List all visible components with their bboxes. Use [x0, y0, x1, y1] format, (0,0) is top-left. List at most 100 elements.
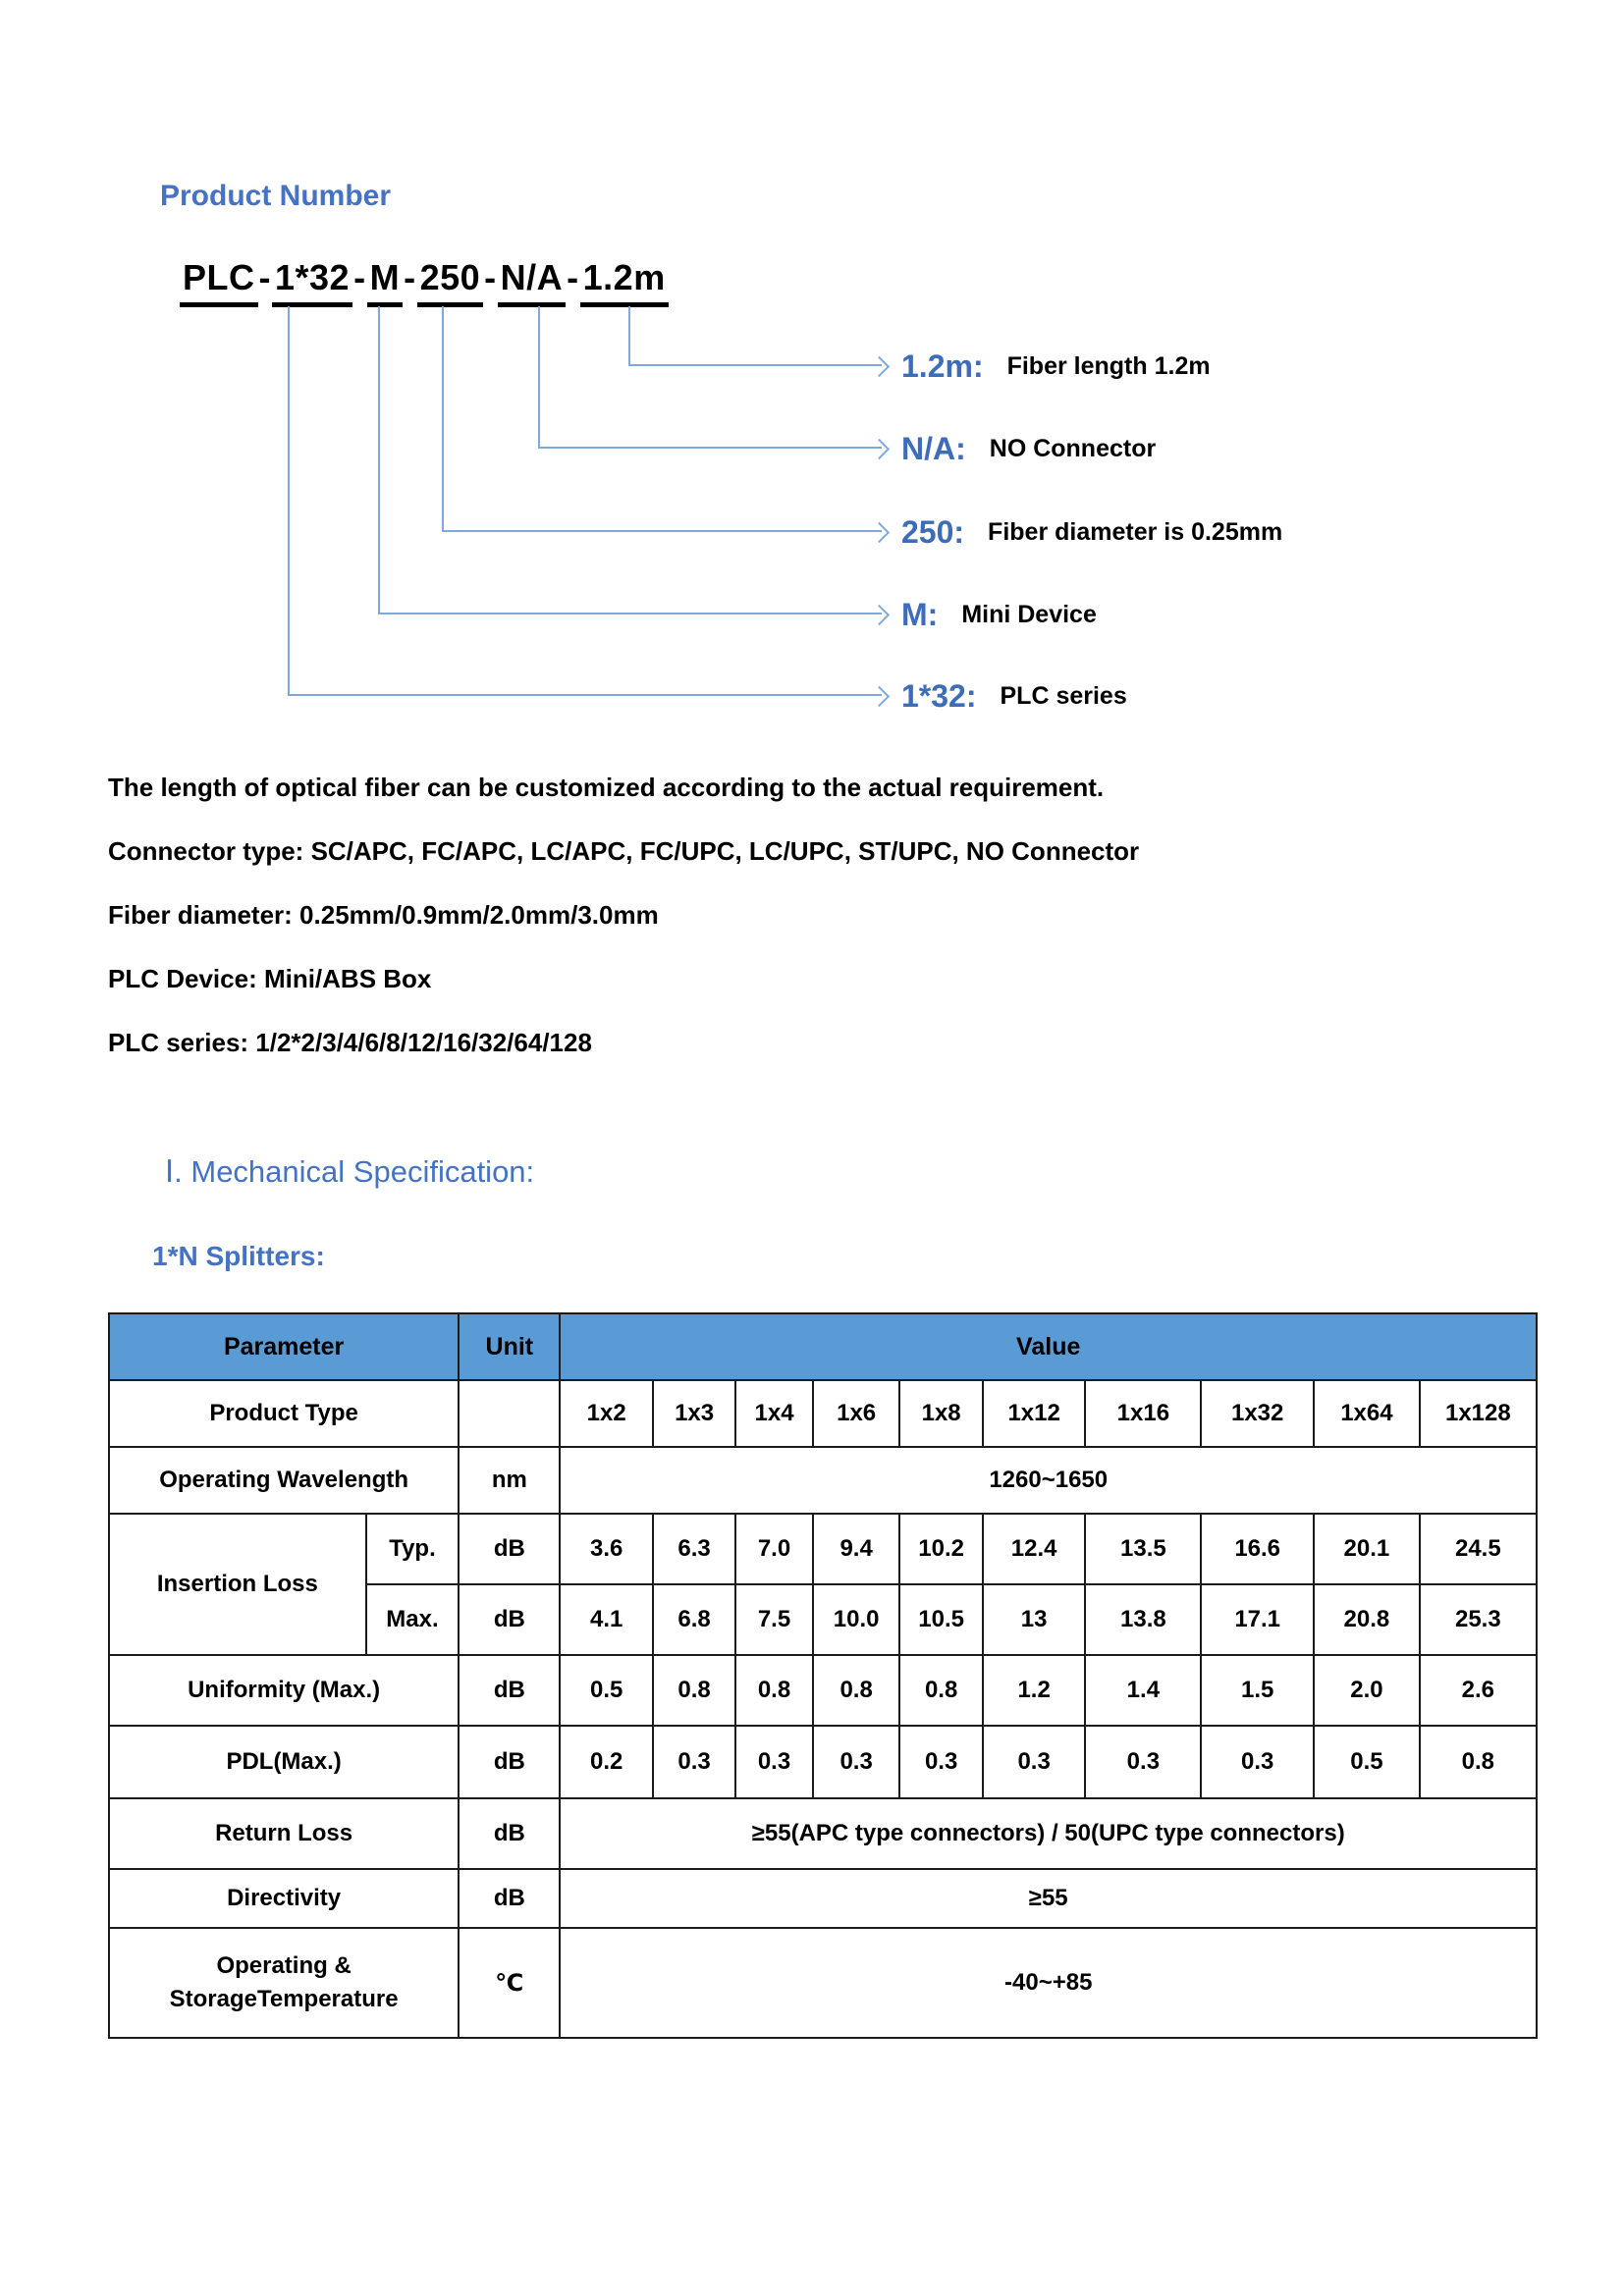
connector-line-length — [628, 306, 630, 366]
diagram-description: Fiber diameter is 0.25mm — [988, 517, 1283, 546]
note-connector-type: Connector type: SC/APC, FC/APC, LC/APC, … — [108, 836, 1140, 866]
connector-line-connector — [538, 447, 882, 449]
table-cell: 0.8 — [811, 1654, 901, 1727]
row-label: Operating Wavelength — [107, 1446, 460, 1515]
connector-line-diameter — [442, 306, 444, 532]
table-cell: 25.3 — [1418, 1583, 1539, 1656]
diagram-description: PLC series — [1000, 681, 1127, 710]
diagram-code-label: 1*32: — [901, 677, 977, 714]
code-separator: - — [567, 257, 579, 297]
row-unit: nm — [458, 1446, 562, 1515]
table-row-temperature: Operating & StorageTemperature ℃ -40~+85 — [107, 1927, 1538, 2039]
row-unit: dB — [458, 1725, 562, 1799]
table-row-directivity: Directivity dB ≥55 — [107, 1868, 1538, 1929]
arrow-right-icon — [868, 604, 891, 626]
table-cell: 7.0 — [734, 1513, 814, 1585]
table-cell: 6.8 — [651, 1583, 737, 1656]
header-value: Value — [559, 1312, 1538, 1381]
connector-line-connector — [538, 306, 540, 449]
table-cell: 13.5 — [1084, 1513, 1203, 1585]
code-separator: - — [353, 257, 366, 297]
table-cell: 0.8 — [734, 1654, 814, 1727]
table-row-insertion-loss-max: Max. dB 4.1 6.8 7.5 10.0 10.5 13 13.8 17… — [109, 1583, 1539, 1656]
table-cell: 0.3 — [981, 1725, 1087, 1799]
table-cell: 13 — [981, 1583, 1087, 1656]
table-cell: 7.5 — [734, 1583, 814, 1656]
diagram-description: NO Connector — [989, 434, 1157, 462]
code-separator: - — [404, 257, 416, 297]
row-label: Operating & StorageTemperature — [107, 1927, 460, 2039]
product-code: PLC-1*32-M-250-N/A-1.2m — [180, 257, 669, 307]
table-row-operating-wavelength: Operating Wavelength nm 1260~1650 — [107, 1446, 1538, 1515]
diagram-entry-diameter: 250: Fiber diameter is 0.25mm — [901, 509, 1282, 555]
table-cell: 6.3 — [651, 1513, 737, 1585]
table-cell: 20.1 — [1313, 1513, 1421, 1585]
table-cell: 13.8 — [1084, 1583, 1203, 1656]
arrow-right-icon — [868, 438, 891, 460]
subsection-heading-1n-splitters: 1*N Splitters: — [152, 1241, 325, 1271]
table-cell: 1.5 — [1200, 1654, 1316, 1727]
temperature-label-line1: Operating & — [216, 1952, 352, 1979]
arrow-right-icon — [868, 685, 891, 708]
table-cell: 16.6 — [1200, 1513, 1316, 1585]
row-label: Directivity — [107, 1868, 460, 1929]
connector-line-device — [378, 306, 380, 614]
notes-block: The length of optical fiber can be custo… — [108, 756, 1139, 1075]
table-cell: 1260~1650 — [559, 1446, 1538, 1515]
code-segment-plc: PLC — [180, 257, 258, 307]
table-cell: 3.6 — [559, 1513, 654, 1585]
code-segment-length: 1.2m — [579, 257, 669, 307]
code-segment-device: M — [366, 257, 404, 307]
code-segment-connector: N/A — [497, 257, 567, 307]
table-cell: -40~+85 — [559, 1927, 1538, 2039]
note-customization: The length of optical fiber can be custo… — [108, 773, 1105, 802]
table-cell: 1x128 — [1418, 1379, 1539, 1448]
table-cell: 0.3 — [651, 1725, 737, 1799]
table-cell: 1x64 — [1313, 1379, 1421, 1448]
code-segment-diameter: 250 — [416, 257, 484, 307]
row-sublabel: Typ. — [364, 1513, 460, 1585]
table-cell: 1.4 — [1084, 1654, 1203, 1727]
table-cell: 0.5 — [1313, 1725, 1421, 1799]
diagram-code-label: M: — [901, 596, 939, 632]
table-cell: 20.8 — [1313, 1583, 1421, 1656]
mechanical-specification-table: Parameter Unit Value Product Type 1x2 1x… — [107, 1312, 1539, 2039]
table-cell: 0.8 — [651, 1654, 737, 1727]
table-cell: 1x16 — [1084, 1379, 1203, 1448]
table-cell: 1x3 — [651, 1379, 737, 1448]
connector-line-length — [628, 364, 882, 366]
diagram-code-label: N/A: — [901, 430, 966, 466]
table-cell: 0.3 — [1084, 1725, 1203, 1799]
row-sublabel: Max. — [364, 1583, 460, 1656]
row-unit — [458, 1379, 562, 1448]
diagram-entry-device: M: Mini Device — [901, 592, 1097, 637]
table-cell: 1x4 — [734, 1379, 814, 1448]
table-cell: 0.8 — [1418, 1725, 1539, 1799]
code-separator: - — [258, 257, 271, 297]
temperature-label-line2: StorageTemperature — [169, 1986, 399, 2012]
table-header-row: Parameter Unit Value — [107, 1312, 1538, 1381]
diagram-description: Fiber length 1.2m — [1006, 351, 1211, 380]
note-fiber-diameter: Fiber diameter: 0.25mm/0.9mm/2.0mm/3.0mm — [108, 900, 659, 930]
header-parameter: Parameter — [107, 1312, 460, 1381]
row-unit: dB — [458, 1797, 562, 1870]
table-cell: 10.5 — [898, 1583, 984, 1656]
row-unit: dB — [458, 1583, 562, 1656]
connector-line-series — [288, 694, 882, 696]
table-row-insertion-loss-typ: Insertion Loss Typ. dB 3.6 6.3 7.0 9.4 1… — [108, 1513, 1539, 1656]
connector-line-device — [378, 613, 882, 614]
table-cell: 2.0 — [1313, 1654, 1421, 1727]
section-heading-mechanical-specification: Ⅰ. Mechanical Specification: — [165, 1154, 535, 1189]
table-row-product-type: Product Type 1x2 1x3 1x4 1x6 1x8 1x12 1x… — [107, 1379, 1539, 1448]
table-row-pdl: PDL(Max.) dB 0.2 0.3 0.3 0.3 0.3 0.3 0.3… — [107, 1725, 1539, 1799]
table-cell: 1x8 — [898, 1379, 984, 1448]
connector-line-diameter — [442, 530, 882, 532]
arrow-right-icon — [868, 521, 891, 544]
table-cell: 12.4 — [981, 1513, 1087, 1585]
row-unit: dB — [458, 1654, 562, 1727]
diagram-entry-connector: N/A: NO Connector — [901, 426, 1156, 471]
diagram-description: Mini Device — [961, 600, 1097, 628]
diagram-entry-series: 1*32: PLC series — [901, 673, 1127, 719]
table-cell: 1x6 — [811, 1379, 901, 1448]
table-cell: 0.5 — [559, 1654, 654, 1727]
